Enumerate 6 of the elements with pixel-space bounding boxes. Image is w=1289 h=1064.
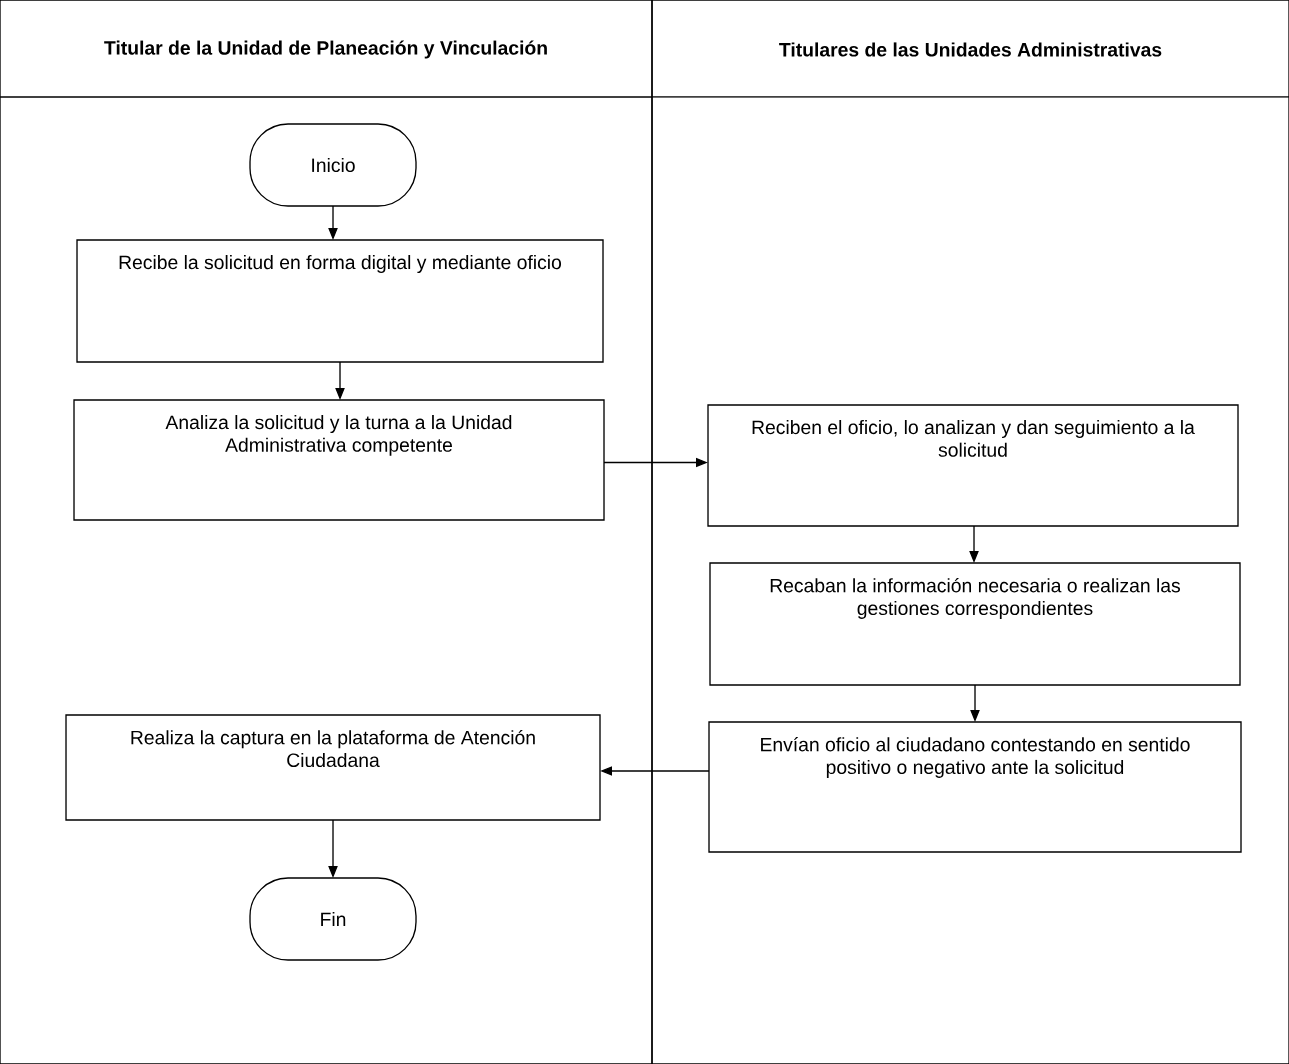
- process-box: Analiza la solicitud y la turna a la Unidad Administrativa competente: [73, 399, 605, 521]
- process-box: Envían oficio al ciudadano contestando en sentido positivo o negativo ante la solicitud: [708, 721, 1242, 853]
- process-box: Realiza la captura en la plataforma de Atención Ciudadana: [65, 714, 601, 821]
- process-box: Reciben el oficio, lo analizan y dan seguimiento a la solicitud: [707, 404, 1239, 527]
- process-box: Recibe la solicitud en forma digital y mediante oficio: [76, 239, 604, 363]
- process-box: Recaban la información necesaria o realizan las gestiones correspondientes: [709, 562, 1241, 686]
